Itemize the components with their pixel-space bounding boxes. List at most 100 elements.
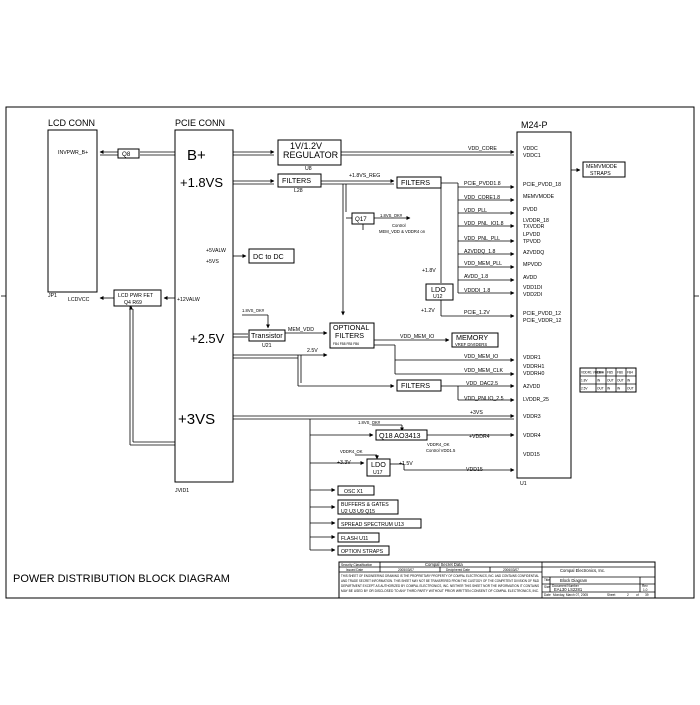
gpu-pin-label: VDDC1 (523, 153, 541, 159)
ldo-u12 (425, 283, 454, 301)
fb-table-cell: OUT (617, 379, 624, 383)
net-vdd-mem-pll: VDD_MEM_PLL (464, 261, 502, 267)
ldo-u17-label: LDO (371, 460, 386, 469)
fb-table-cell: FB4 (627, 371, 633, 375)
gpu-pin-label: LPVDD (523, 232, 541, 238)
filters-1-label: FILTERS (401, 178, 430, 187)
gpu-pin-label: A2VDDQ (523, 250, 544, 256)
fb-table-cell: OUT (597, 387, 604, 391)
pin-12valw: +12VALW (177, 297, 200, 303)
net-pcie-pvdd18: PCIE_PVDD1.8 (464, 181, 501, 187)
fb-table-cell: IN (597, 379, 601, 383)
fb-table-cell: OUT (627, 387, 634, 391)
spread-spectrum (337, 518, 422, 529)
gpu-ref: U1 (520, 481, 527, 487)
gpu-pin-label: VDDRH1 (523, 364, 544, 370)
tb-date-label: Date (544, 593, 551, 597)
rail-bplus: B+ (187, 147, 206, 164)
net-vddr4-ok-1: VDDR4_OK (427, 442, 450, 447)
tb-title-val: Block Diagram (560, 578, 588, 583)
tb-legal-2: AND TRADE SECRET INFORMATION. THIS SHEET… (341, 579, 540, 583)
gpu-pin-label: TPVDD (523, 239, 541, 245)
lcd-connector (47, 129, 98, 293)
opt-line1: OPTIONAL (333, 323, 369, 332)
title-block: Security Classification Compal Secret Da… (338, 561, 656, 599)
net-control-vdd13: Control VDD1.5 (426, 448, 456, 453)
ldo-u12-ref: U12 (433, 294, 443, 300)
title-block-frame (338, 561, 656, 599)
buffers-line1: BUFFERS & GATES (341, 502, 389, 508)
tb-deciphered-val: 2006/03/07 (503, 568, 519, 572)
flash-label: FLASH U11 (341, 536, 368, 542)
net-1v8vs-reg: +1.8VS_REG (349, 173, 380, 179)
tb-deciphered-date: Deciphered Date (446, 568, 470, 572)
net-plus33v: +3.3V (337, 460, 351, 466)
buffers-gates (337, 499, 399, 515)
transistor-ref: U21 (262, 343, 272, 349)
fb-table-cell: VDDR1 VDDRH (581, 371, 605, 375)
fb-table-frame (579, 367, 637, 393)
memvmode-line2: STRAPS (590, 171, 611, 177)
net-plus15v: +1.5V (399, 461, 413, 467)
gpu-m24p (516, 131, 572, 479)
filters-l28-label: FILTERS (282, 176, 311, 185)
spread-label: SPREAD SPECTRUM U13 (341, 522, 404, 528)
tb-rev-label: Rev (642, 584, 648, 588)
net-1v8vs-ok-2: 1.8VS_OK# (242, 308, 265, 313)
gpu-header: M24-P (521, 120, 548, 130)
transistor-label: Transistor (251, 331, 283, 340)
net-vdd-core: VDD_CORE (468, 146, 497, 152)
osc-x1 (337, 485, 375, 496)
fb-table-cell: FB4 (597, 371, 603, 375)
rail-2v5: +2.5V (190, 331, 225, 346)
transistor-u21 (248, 329, 286, 342)
diagram-title: POWER DISTRIBUTION BLOCK DIAGRAM (13, 573, 230, 585)
tb-title-label: Title (544, 578, 550, 582)
rail-1v8vs: +1.8VS (180, 175, 223, 190)
net-vdd-mem-io-1: VDD_MEM_IO (400, 334, 434, 340)
gpu-pin-label: VDDR3 (523, 414, 541, 420)
tb-security: Security Classification (341, 563, 372, 567)
regulator-line2: REGULATOR (283, 150, 339, 160)
tb-legal-1: THIS SHEET OF ENGINEERING DRAWING IS THE… (341, 574, 539, 578)
net-plus-vddr4: +VDDR4 (469, 434, 490, 440)
fb-table-cell: FB6 (617, 371, 623, 375)
gpu-pin-label: PCIE_PVDD_12 (523, 311, 561, 317)
net-pcie12: PCIE_1.2V (464, 310, 490, 316)
net-1v8vs-ok-3: 1.8VS_OK# (358, 420, 381, 425)
net-1v8vs-ok-1: 1.8VS_OK# (380, 213, 403, 218)
q17-control-1: Control (392, 223, 406, 228)
net-vdd-pll: VDD_PLL (464, 208, 487, 214)
ldo-u12-label: LDO (431, 285, 446, 294)
fb-table-cell: IN (607, 387, 611, 391)
q17-control-2: MEM_VDD & VDDR4 on (379, 229, 426, 234)
tb-sheet-val: 2 (627, 593, 629, 597)
tb-size-label: Size (544, 585, 550, 589)
fb-table-cell: IN (627, 379, 631, 383)
flash-u11 (337, 532, 380, 543)
option-straps (337, 545, 390, 556)
ldo-u17-ref: U17 (373, 470, 383, 476)
pcie-conn-header: PCIE CONN (175, 118, 225, 128)
tb-legal-3: DEPARTMENT EXCEPT AS AUTHORIZED BY COMPA… (341, 584, 539, 588)
filters-2 (396, 379, 442, 392)
pcie-conn-ref: JVID1 (175, 488, 189, 494)
net-a2vddq18: A2VDDQ_1.8 (464, 249, 496, 255)
gpu-pin-label: PVDD (523, 207, 538, 213)
gpu-pin-label: VDD15 (523, 452, 540, 458)
tb-of-val: 39 (645, 593, 649, 597)
net-vdd-pnlio25: VDD_PNLIO_2.5 (464, 396, 504, 402)
bus-branches (457, 185, 515, 295)
lcd-conn-ref: JP1 (48, 293, 57, 299)
memvmode-line1: MEMVMODE (586, 164, 618, 170)
gpu-pin-label: VDD1DI (523, 285, 542, 291)
gpu-pin-label: LVDDR_25 (523, 397, 549, 403)
net-plus12v: +1.2V (421, 308, 435, 314)
lcd-invpwr-pin: INVPWR_B+ (58, 150, 88, 156)
gpu-pin-label: MEMVMODE (523, 194, 555, 200)
q17-label: Q17 (355, 216, 367, 223)
gpu-pin-label: VDDR4 (523, 433, 541, 439)
net-mem-vdd: MEM_VDD (288, 327, 314, 333)
pcie-connector (174, 129, 234, 483)
